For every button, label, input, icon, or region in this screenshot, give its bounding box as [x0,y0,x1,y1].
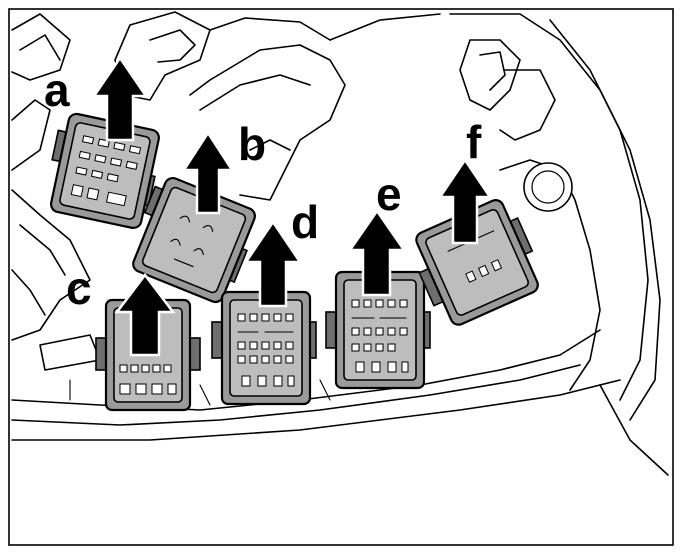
arrow-c [114,272,176,357]
arrow-d [243,219,303,308]
callout-f: f [466,116,482,168]
callout-b: b [238,118,266,170]
connector-f [415,199,539,326]
callout-d: d [291,196,319,248]
arrow-f [437,157,493,245]
arrow-b [181,130,235,215]
connector-b [132,176,256,304]
connector-d [211,290,317,406]
connector-e [325,270,431,390]
arrow-a [91,55,149,142]
callout-labels: a b c d e f [44,64,482,314]
removal-arrows [91,55,493,357]
callout-e: e [376,168,402,220]
callout-c: c [66,262,92,314]
arrow-e [347,208,407,297]
callout-a: a [44,64,70,116]
